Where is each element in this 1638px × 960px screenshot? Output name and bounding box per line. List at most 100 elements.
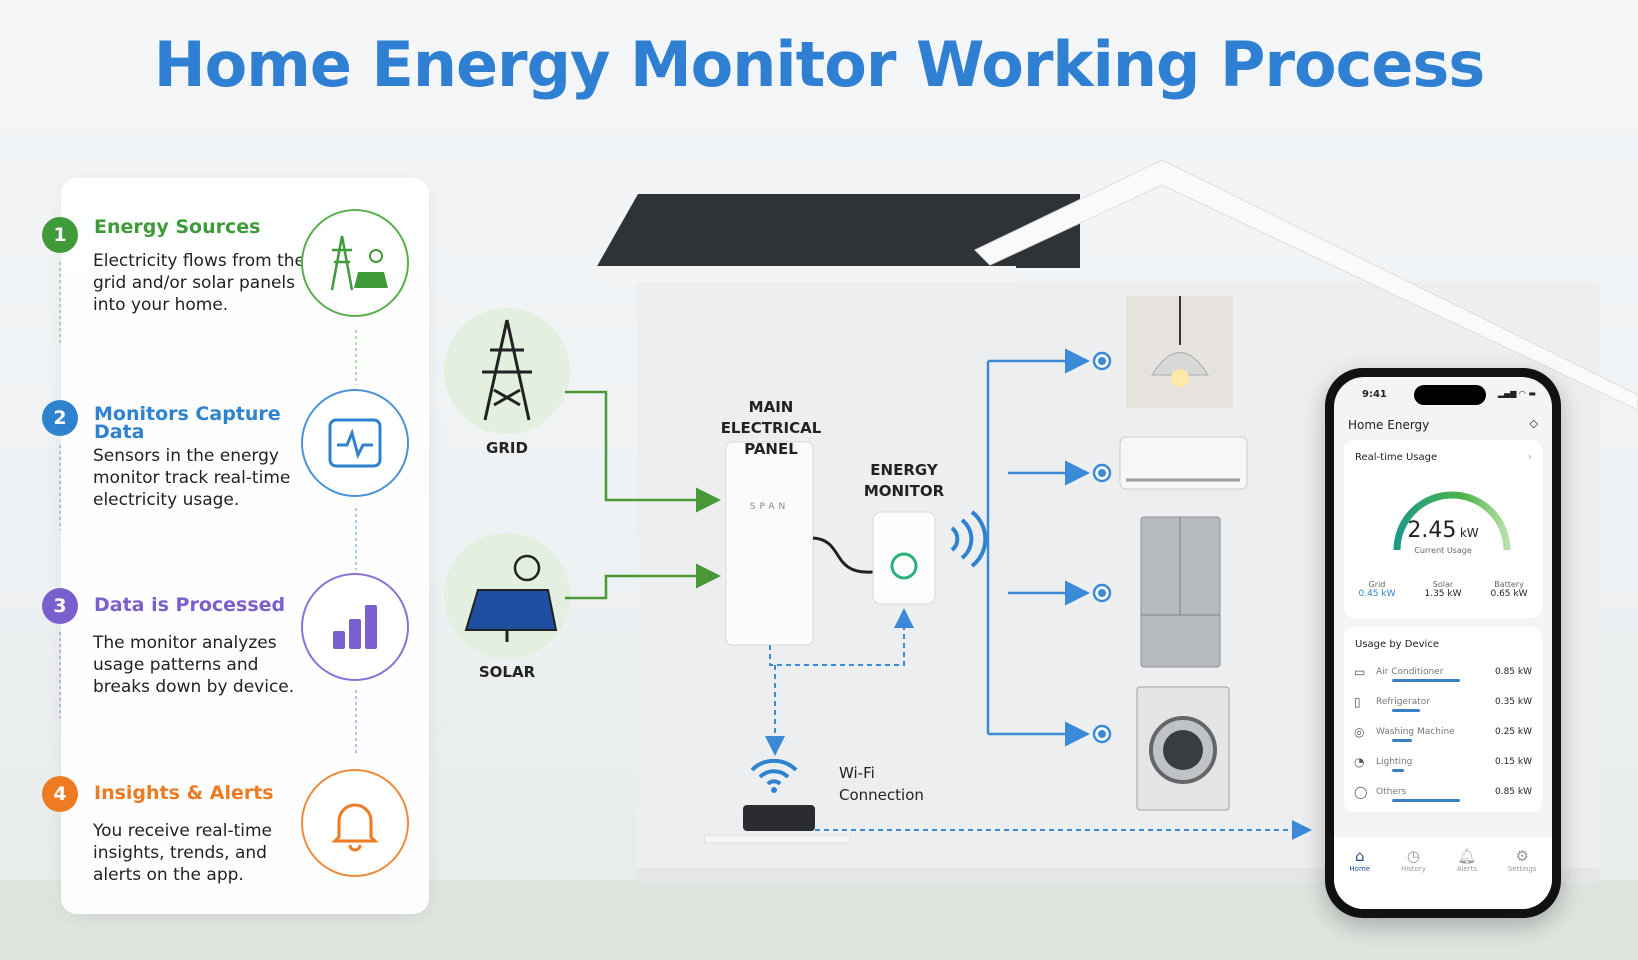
refrigerator-icon: ▯	[1354, 695, 1361, 709]
nav-alerts[interactable]: 🔔︎Alerts	[1457, 847, 1477, 909]
refrigerator-icon	[1140, 516, 1221, 668]
history-icon: ◷	[1406, 847, 1420, 865]
nav-history[interactable]: ◷History	[1401, 847, 1426, 909]
chevron-right-icon: ›	[1527, 450, 1532, 463]
source-value: 1.35 kW	[1424, 589, 1462, 599]
shelf	[704, 834, 851, 844]
realtime-usage-card[interactable]: Real-time Usage › 2.45 kW Current Usage …	[1344, 440, 1542, 618]
device-row-lighting[interactable]: ◔ Lighting 0.15 kW	[1354, 755, 1532, 783]
device-name: Lighting	[1376, 757, 1413, 767]
solar-flow-arrow	[565, 563, 721, 600]
source-label: Grid	[1368, 580, 1386, 589]
phone-screen: 9:41 ▂▄▆ ◠ ▬ Home Energy ◇ Real-time Usa…	[1334, 377, 1552, 909]
wifi-icon	[750, 758, 798, 786]
device-usage-bar	[1392, 739, 1412, 742]
realtime-label: Real-time Usage	[1355, 452, 1438, 463]
page-title: Home Energy Monitor Working Process	[153, 28, 1485, 101]
usage-gauge	[1393, 491, 1511, 551]
panel-label: MAIN ELECTRICAL PANEL	[720, 398, 822, 458]
air-conditioner-icon	[1119, 436, 1248, 490]
device-name: Air Conditioner	[1376, 667, 1444, 677]
step-number-badge: 4	[42, 776, 78, 812]
power-tower-solar-icon	[301, 209, 409, 317]
nav-label: Settings	[1507, 865, 1537, 873]
panel-monitor-data-link	[769, 608, 914, 666]
device-row-air-conditioner[interactable]: ▭ Air Conditioner 0.85 kW	[1354, 665, 1532, 693]
nav-settings[interactable]: ⚙Settings	[1508, 847, 1537, 909]
step-title: Data is Processed	[94, 594, 286, 616]
step-description: Sensors in the energy monitor track real…	[93, 446, 291, 510]
step-description: The monitor analyzes usage patterns and …	[93, 633, 295, 697]
device-usage-bar	[1392, 769, 1404, 772]
source-label: Solar	[1432, 580, 1454, 589]
pendant-lamp-icon	[1126, 296, 1233, 408]
bottom-nav: ⌂Home ◷History 🔔︎Alerts ⚙Settings	[1334, 837, 1552, 909]
source-value: 0.65 kW	[1490, 589, 1528, 599]
grid-label: GRID	[486, 439, 528, 457]
source-value: 0.45 kW	[1358, 589, 1396, 599]
current-unit: kW	[1459, 526, 1479, 540]
transmission-tower-icon	[482, 319, 532, 421]
current-usage-label: Current Usage	[1414, 546, 1472, 555]
device-value: 0.85 kW	[1494, 787, 1532, 797]
nav-home[interactable]: ⌂Home	[1349, 847, 1370, 909]
home-icon: ⌂	[1354, 847, 1365, 865]
solar-panel-icon	[464, 554, 558, 642]
nav-label: Alerts	[1456, 865, 1477, 873]
device-value: 0.15 kW	[1494, 757, 1532, 767]
signal-waves-icon	[950, 510, 988, 568]
settings-diamond-icon[interactable]: ◇	[1529, 417, 1538, 430]
device-value: 0.35 kW	[1494, 697, 1532, 707]
monitor-status-ring	[890, 552, 918, 580]
status-icons: ▂▄▆ ◠ ▬	[1497, 389, 1536, 398]
device-row-washing-machine[interactable]: ◎ Washing Machine 0.25 kW	[1354, 725, 1532, 753]
step-number-badge: 1	[42, 217, 78, 253]
usage-by-device-card: Usage by Device ▭ Air Conditioner 0.85 kW ▯…	[1344, 627, 1542, 812]
device-value: 0.25 kW	[1494, 727, 1532, 737]
monitor-label: ENERGY MONITOR	[863, 461, 945, 500]
device-name: Washing Machine	[1376, 727, 1455, 737]
phone-app: 9:41 ▂▄▆ ◠ ▬ Home Energy ◇ Real-time Usa…	[1325, 368, 1561, 918]
device-usage-bar	[1392, 679, 1460, 682]
step-number-badge: 2	[42, 400, 78, 436]
source-label: Battery	[1494, 580, 1524, 589]
roof-gable	[974, 159, 1638, 411]
bell-icon: 🔔︎	[1457, 847, 1477, 865]
devices-title: Usage by Device	[1355, 639, 1439, 650]
step-connectors	[59, 262, 357, 755]
step-number-badge: 3	[42, 588, 78, 624]
wifi-router	[743, 805, 815, 831]
bell-icon	[301, 769, 409, 877]
device-value: 0.85 kW	[1494, 667, 1532, 677]
main-electrical-panel	[725, 441, 814, 646]
current-value: 2.45	[1407, 518, 1457, 543]
grid-flow-arrow	[565, 390, 721, 513]
solar-label: SOLAR	[478, 663, 536, 681]
current-usage-value: 2.45 kW	[1344, 518, 1542, 543]
air-conditioner-icon: ▭	[1354, 665, 1366, 679]
washing-machine-icon	[1136, 686, 1230, 811]
energy-monitor-device	[872, 511, 936, 605]
device-usage-bar	[1392, 799, 1460, 802]
gear-icon: ⚙	[1515, 847, 1529, 865]
panel-brand: SPAN	[749, 502, 790, 512]
status-time: 9:41	[1362, 389, 1387, 400]
lighting-icon: ◔	[1354, 755, 1365, 769]
bar-chart-icon	[301, 573, 409, 681]
washing-machine-icon: ◎	[1354, 725, 1365, 739]
app-title: Home Energy	[1348, 418, 1430, 432]
pulse-monitor-icon	[301, 389, 409, 497]
step-title: Energy Sources	[94, 216, 261, 238]
dynamic-island	[1414, 385, 1486, 405]
roof-tiles	[596, 194, 1080, 268]
device-name: Others	[1376, 787, 1407, 797]
step-title: Insights & Alerts	[94, 782, 274, 804]
panel-cable	[812, 536, 874, 574]
step-description: Electricity flows from the grid and/or s…	[93, 251, 305, 315]
